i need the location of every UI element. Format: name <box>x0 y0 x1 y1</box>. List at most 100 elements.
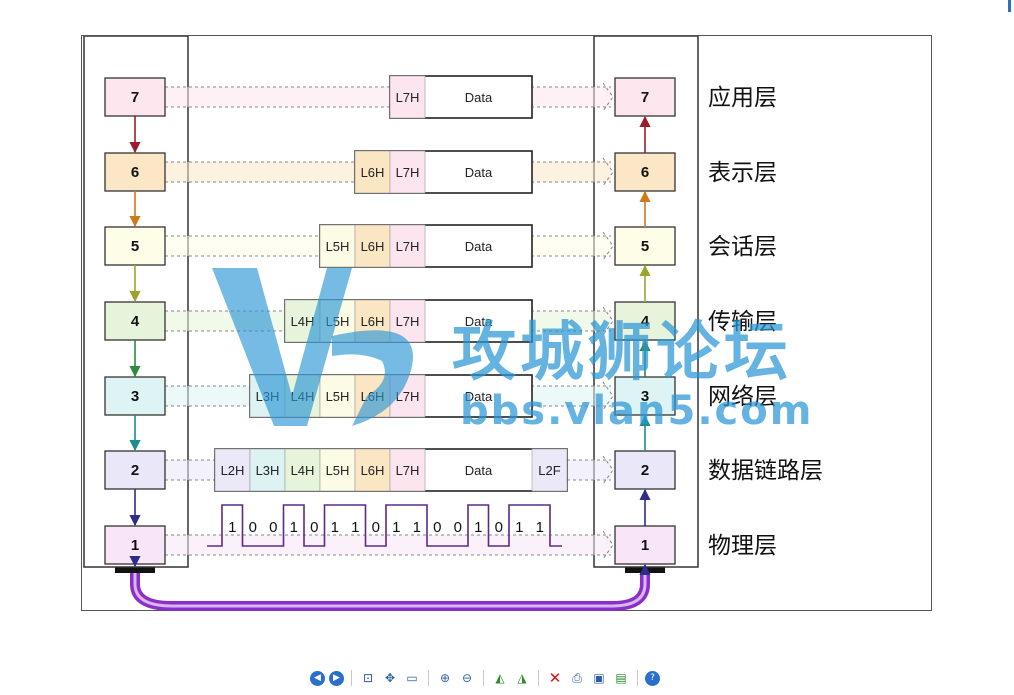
toolbar-separator <box>351 670 352 686</box>
receiver-layer-box-6 <box>614 152 676 192</box>
next-image-button[interactable]: ▶ <box>329 670 344 686</box>
next-image-icon: ▶ <box>333 672 340 683</box>
bit-6: 1 <box>351 519 359 536</box>
fit-window-icon: ⊡ <box>362 671 374 685</box>
data-label: Data <box>465 90 493 105</box>
header-label-l3h: L3H <box>256 463 280 478</box>
slideshow-icon: ▭ <box>406 671 418 685</box>
layer-name-3: 网络层 <box>708 384 777 410</box>
sender-layer-number-1: 1 <box>131 537 139 554</box>
slideshow-button[interactable]: ▭ <box>403 669 421 687</box>
layer-name-1: 物理层 <box>708 533 777 559</box>
bit-13: 0 <box>495 519 503 536</box>
layer-name-4: 传输层 <box>708 309 777 335</box>
sender-layer-box-3 <box>104 376 166 416</box>
square-wave <box>207 504 562 547</box>
data-label: Data <box>465 165 493 180</box>
bit-3: 1 <box>290 519 298 536</box>
watermark-logo-v <box>212 268 352 426</box>
sender-layer-number-4: 4 <box>131 313 140 330</box>
header-cell-l2h <box>214 448 251 492</box>
layer-name-6: 表示层 <box>708 160 777 186</box>
header-label-l5h: L5H <box>326 463 350 478</box>
prev-image-icon: ◀ <box>314 672 321 683</box>
delete-button[interactable]: ✕ <box>546 669 564 687</box>
delete-icon: ✕ <box>548 668 562 687</box>
header-cell-l7h <box>389 75 426 119</box>
rotate-left-button[interactable]: ◭ <box>491 669 509 687</box>
corner-indicator <box>1008 0 1011 12</box>
zoom-out-icon: ⊖ <box>461 671 473 685</box>
bit-10: 0 <box>433 519 441 536</box>
receiver-layer-box-5 <box>614 226 676 266</box>
zoom-in-icon: ⊕ <box>439 671 451 685</box>
data-label: Data <box>465 314 493 329</box>
receiver-layer-box-3 <box>614 376 676 416</box>
receiver-layer-box-1 <box>614 525 676 565</box>
zoom-out-button[interactable]: ⊖ <box>458 669 476 687</box>
header-label-l7h: L7H <box>396 90 420 105</box>
receiver-layer-number-3: 3 <box>641 388 649 405</box>
help-button[interactable]: ? <box>645 670 660 686</box>
layer-name-7: 应用层 <box>708 85 777 111</box>
bit-15: 1 <box>536 519 544 536</box>
bit-11: 0 <box>454 519 462 536</box>
receiver-layer-number-7: 7 <box>641 89 649 106</box>
rotate-left-icon: ◭ <box>495 671 505 685</box>
header-cell-l7h <box>389 224 426 268</box>
header-label-l6h: L6H <box>361 165 385 180</box>
bit-0: 1 <box>228 519 236 536</box>
toolbar-separator <box>483 670 484 686</box>
peer-band-1 <box>165 535 611 555</box>
edit-button[interactable]: ▤ <box>612 669 630 687</box>
header-cell-l3h <box>249 448 286 492</box>
receiver-layer-box-7 <box>614 77 676 117</box>
header-cell-l6h <box>354 448 391 492</box>
fit-window-button[interactable]: ⊡ <box>359 669 377 687</box>
cable-group <box>115 567 665 611</box>
receiver-layer-number-6: 6 <box>641 164 649 181</box>
header-label-l4h: L4H <box>291 314 315 329</box>
layer-name-2: 数据链路层 <box>708 458 823 484</box>
bit-7: 0 <box>372 519 380 536</box>
sender-layer-number-3: 3 <box>131 388 139 405</box>
cable-highlight <box>133 571 647 608</box>
header-cell-l5h <box>319 224 356 268</box>
actual-size-button[interactable]: ✥ <box>381 669 399 687</box>
receiver-layer-number-1: 1 <box>641 537 649 554</box>
sender-layer-number-5: 5 <box>131 238 139 255</box>
trailer-cell <box>531 448 568 492</box>
header-label-l5h: L5H <box>326 389 350 404</box>
zoom-in-button[interactable]: ⊕ <box>436 669 454 687</box>
bit-1: 0 <box>249 519 257 536</box>
rotate-right-button[interactable]: ◮ <box>513 669 531 687</box>
header-cell-l7h <box>389 150 426 194</box>
header-label-l4h: L4H <box>291 463 315 478</box>
viewer-toolbar: ◀ ▶ ⊡ ✥ ▭ ⊕ ⊖ ◭ ◮ ✕ ⎙▣▤? <box>310 668 660 688</box>
prev-image-button[interactable]: ◀ <box>310 670 325 686</box>
connector-right <box>625 567 665 573</box>
header-cell-l6h <box>354 150 391 194</box>
help-icon: ? <box>650 672 655 683</box>
toolbar-separator <box>538 670 539 686</box>
data-label: Data <box>465 389 493 404</box>
bit-9: 1 <box>413 519 421 536</box>
sender-layer-number-6: 6 <box>131 164 139 181</box>
sender-layer-number-7: 7 <box>131 89 139 106</box>
header-label-l6h: L6H <box>361 239 385 254</box>
bit-12: 1 <box>474 519 482 536</box>
data-label: Data <box>465 239 493 254</box>
print-button[interactable]: ⎙ <box>568 669 586 687</box>
header-label-l7h: L7H <box>396 463 420 478</box>
bit-2: 0 <box>269 519 277 536</box>
save-button[interactable]: ▣ <box>590 669 608 687</box>
toolbar-separator <box>428 670 429 686</box>
header-label-l7h: L7H <box>396 165 420 180</box>
header-label-l6h: L6H <box>361 463 385 478</box>
header-cell-l4h <box>284 448 321 492</box>
sender-layer-box-4 <box>104 301 166 341</box>
